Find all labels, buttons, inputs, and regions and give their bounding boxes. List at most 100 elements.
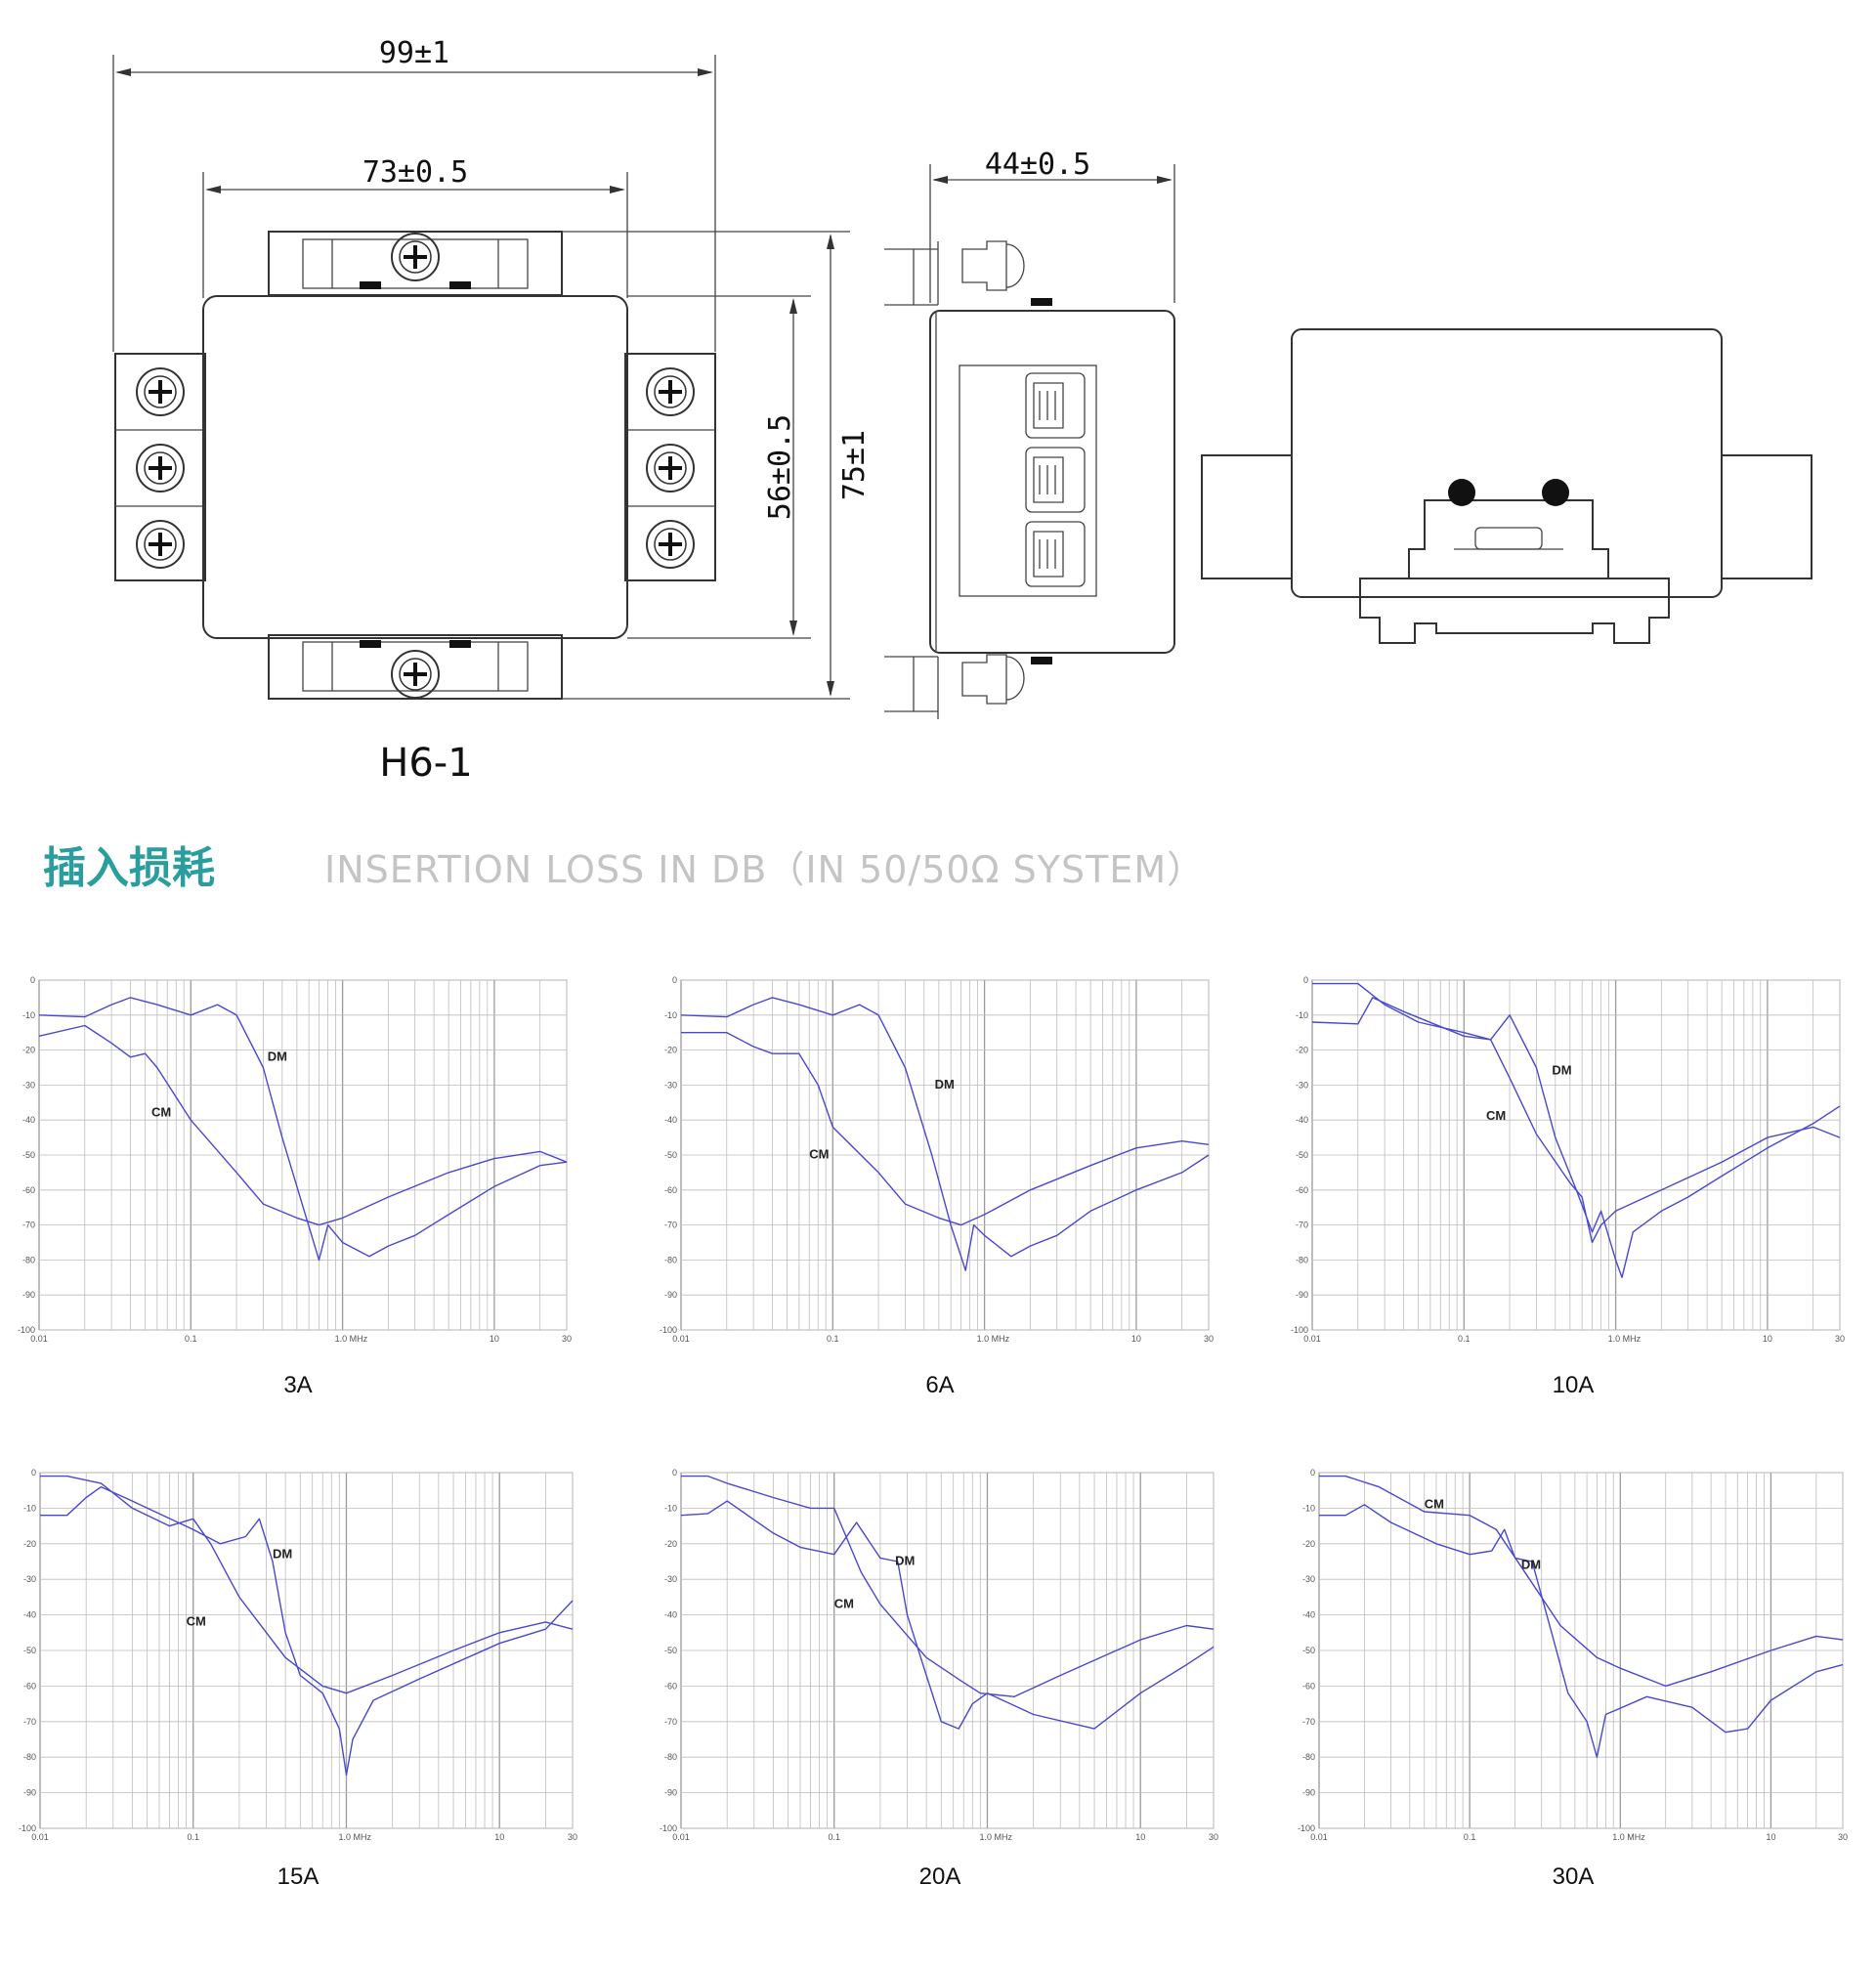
bottom-bracket: [268, 634, 850, 700]
y-tick-label: -40: [664, 1610, 677, 1620]
dim-body-width-label: 73±0.5: [362, 155, 468, 190]
y-tick-label: -50: [1296, 1150, 1308, 1160]
x-tick-label: 1.0 MHz: [977, 1334, 1010, 1344]
section-title-en: INSERTION LOSS IN DB（IN 50/50Ω SYSTEM）: [324, 848, 1205, 891]
y-tick-label: -70: [664, 1717, 677, 1727]
series-label-dm: DM: [1521, 1557, 1541, 1571]
x-tick-label: 1.0 MHz: [335, 1334, 368, 1344]
y-tick-label: -60: [664, 1681, 677, 1691]
terminal-screws: [136, 233, 695, 699]
x-tick-label: 10: [494, 1832, 504, 1842]
y-tick-label: -70: [1302, 1717, 1315, 1727]
y-tick-label: -90: [664, 1290, 677, 1300]
y-tick-label: 0: [1310, 1468, 1315, 1478]
x-tick-label: 10: [1131, 1334, 1141, 1344]
series-label-dm: DM: [935, 1077, 955, 1092]
y-tick-label: 0: [31, 1468, 36, 1478]
y-tick-label: -100: [19, 1823, 36, 1833]
x-tick-label: 0.01: [1303, 1334, 1321, 1344]
y-tick-label: -60: [22, 1185, 35, 1195]
series-line-dm: [1319, 1504, 1844, 1758]
dim-overall-height-label: 75±1: [837, 430, 872, 500]
y-tick-label: -90: [22, 1290, 35, 1300]
y-tick-label: -20: [664, 1046, 677, 1055]
y-tick-label: -100: [1291, 1325, 1308, 1335]
screw-icon: [391, 233, 440, 281]
chart-caption: 10A: [1553, 1372, 1595, 1398]
x-tick-label: 10: [1135, 1832, 1145, 1842]
series-line-cm: [681, 1032, 1210, 1226]
y-tick-label: -90: [664, 1788, 677, 1798]
x-tick-label: 30: [1838, 1832, 1848, 1842]
y-tick-label: -100: [18, 1325, 35, 1335]
y-tick-label: -80: [1296, 1255, 1308, 1264]
x-tick-label: 1.0 MHz: [979, 1832, 1012, 1842]
top-bracket: [268, 231, 850, 296]
y-tick-label: -30: [664, 1574, 677, 1584]
y-tick-label: -90: [1296, 1290, 1308, 1300]
chart-caption: 3A: [283, 1372, 312, 1398]
right-terminal-block: [624, 353, 716, 581]
x-tick-label: 0.01: [672, 1334, 690, 1344]
y-tick-label: -70: [22, 1221, 35, 1230]
screw-icon: [646, 444, 695, 492]
series-line-dm: [1311, 997, 1841, 1278]
y-tick-label: -40: [1302, 1610, 1315, 1620]
x-tick-label: 0.01: [31, 1832, 49, 1842]
dim-side-depth-label: 44±0.5: [985, 148, 1090, 182]
dim-body-width: 73±0.5: [202, 155, 628, 298]
y-tick-label: -20: [664, 1539, 677, 1549]
y-tick-label: -50: [22, 1150, 35, 1160]
screw-icon: [646, 520, 695, 569]
y-tick-label: -40: [664, 1115, 677, 1125]
y-tick-label: -10: [23, 1503, 36, 1513]
y-tick-label: -100: [1298, 1823, 1315, 1833]
y-tick-label: -80: [22, 1255, 35, 1264]
x-tick-label: 0.01: [1310, 1832, 1328, 1842]
series-line-cm: [40, 1475, 574, 1694]
bottom-view: [1201, 328, 1812, 644]
y-tick-label: -10: [664, 1503, 677, 1513]
y-tick-label: -90: [1302, 1788, 1315, 1798]
y-tick-label: -50: [664, 1150, 677, 1160]
y-tick-label: -60: [23, 1681, 36, 1691]
dim-overall-width: 99±1: [112, 36, 716, 352]
y-tick-label: -80: [23, 1752, 36, 1762]
x-tick-label: 0.1: [185, 1334, 197, 1344]
y-tick-label: -40: [22, 1115, 35, 1125]
x-tick-label: 1.0 MHz: [338, 1832, 371, 1842]
x-tick-label: 0.1: [187, 1832, 199, 1842]
y-tick-label: -80: [664, 1255, 677, 1264]
x-tick-label: 1.0 MHz: [1608, 1334, 1642, 1344]
series-label-cm: CM: [809, 1147, 829, 1162]
dim-overall-width-label: 99±1: [379, 36, 449, 70]
y-tick-label: 0: [30, 975, 35, 985]
chart-caption: 6A: [925, 1372, 954, 1398]
series-label-cm: CM: [1425, 1496, 1444, 1511]
y-tick-label: -100: [660, 1823, 677, 1833]
x-tick-label: 30: [562, 1334, 572, 1344]
y-tick-label: -10: [22, 1010, 35, 1020]
series-label-cm: CM: [834, 1596, 854, 1610]
y-tick-label: -70: [23, 1717, 36, 1727]
y-tick-label: -80: [1302, 1752, 1315, 1762]
series-label-cm: CM: [187, 1614, 206, 1629]
bottom-body: [1291, 328, 1723, 598]
x-tick-label: 30: [1835, 1334, 1845, 1344]
dim-overall-height: 75±1: [827, 234, 872, 697]
side-view: 44±0.5: [884, 148, 1175, 719]
series-label-dm: DM: [895, 1554, 915, 1568]
y-tick-label: -70: [1296, 1221, 1308, 1230]
series-label-dm: DM: [273, 1546, 292, 1561]
series-label-cm: CM: [151, 1105, 171, 1120]
series-line-cm: [1319, 1475, 1844, 1688]
x-tick-label: 0.01: [672, 1832, 690, 1842]
y-tick-label: -50: [664, 1646, 677, 1655]
